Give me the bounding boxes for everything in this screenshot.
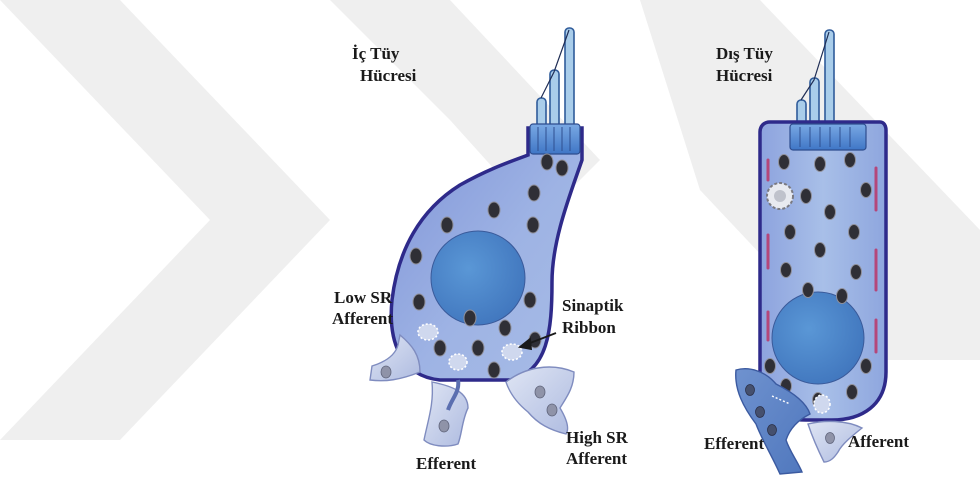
- inner-cell-title-line2: Hücresi: [360, 66, 416, 86]
- outer-vesicle-core: [774, 190, 786, 202]
- outer-nucleus: [772, 292, 864, 384]
- outer-efferent-label: Efferent: [704, 434, 764, 454]
- outer-afferent-mitochondrion: [826, 433, 835, 444]
- outer-cell-title-line2: Hücresi: [716, 66, 772, 86]
- high-sr-label-line2: Afferent: [566, 449, 627, 469]
- outer-cell-title-line1: Dış Tüy: [716, 44, 773, 64]
- high-sr-terminal: [506, 367, 574, 434]
- inner-cell-title-line1: İç Tüy: [352, 44, 399, 64]
- outer-afferent-label: Afferent: [848, 432, 909, 452]
- ribbon-label-line2: Ribbon: [562, 318, 616, 338]
- efferent-terminal: [424, 382, 468, 446]
- ribbon-label-line1: Sinaptik: [562, 296, 623, 316]
- low-sr-label-line2: Afferent: [332, 309, 393, 329]
- low-sr-label-line1: Low SR: [334, 288, 392, 308]
- inner-stereocilia: [537, 28, 574, 138]
- high-sr-label-line1: High SR: [566, 428, 628, 448]
- outer-cuticular-plate: [790, 124, 866, 150]
- outer-synaptic-ribbon: [814, 395, 830, 413]
- inner-nucleus: [431, 231, 525, 325]
- inner-efferent-label: Efferent: [416, 454, 476, 474]
